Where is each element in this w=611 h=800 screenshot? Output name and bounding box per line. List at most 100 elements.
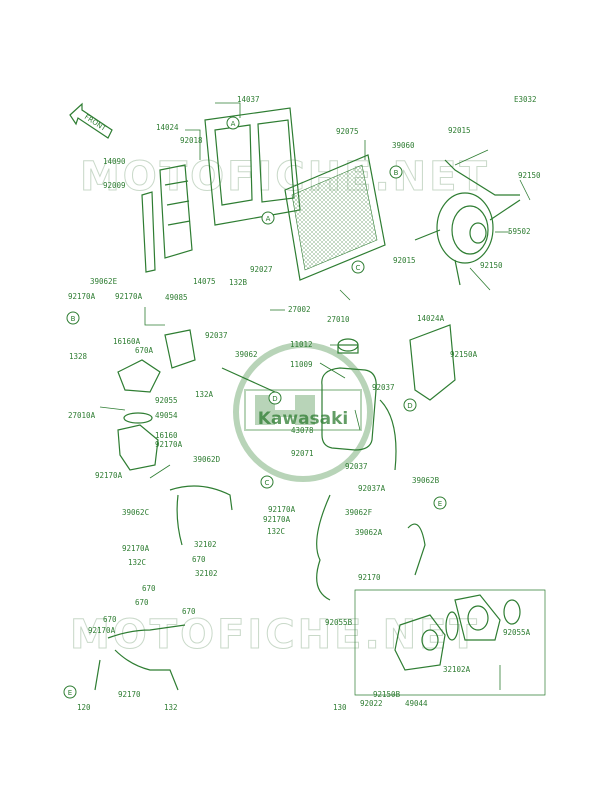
hose-39062d [169,485,233,511]
part-label: 14090 [103,157,126,166]
watermark-top: MOTOFICHE.NET [80,154,490,200]
part-label: 59502 [508,227,531,236]
part-label: 39062E [90,277,118,286]
hose-39062b [379,399,397,471]
part-label: 1328 [69,352,88,361]
left-shroud [159,164,193,259]
callout-c-mid: C [351,260,365,274]
front-arrow-icon: FRONT [69,102,113,139]
part-label: 92170 [358,573,381,582]
callout-b-left: B [66,311,80,325]
part-label: 92170A [263,515,291,524]
water-pipe-32102a [94,624,186,691]
part-label: 49044 [405,699,428,708]
part-label: 39062 [235,350,258,359]
kawasaki-logo: Kawasaki [233,342,373,482]
svg-text:A: A [231,120,236,128]
part-label: 49054 [155,411,178,420]
cooling-fan [414,159,521,286]
part-label: 670 [135,598,149,607]
part-label: 11012 [290,340,313,349]
svg-text:E: E [68,689,72,697]
part-label: 11009 [290,360,313,369]
part-label: 92037 [205,331,228,340]
part-label: 14075 [193,277,216,286]
part-label: 92170A [155,440,183,449]
part-label: 92150 [518,171,541,180]
part-label: 92150B [373,690,401,699]
callout-e-right: E [433,496,447,510]
callout-a-top: A [226,116,240,130]
part-label: 27010A [68,411,96,420]
part-label: 670 [103,615,117,624]
hose-39062f [316,494,331,601]
part-label: 39062D [193,455,221,464]
part-label: 92037 [345,462,368,471]
part-label: 92055B [325,618,353,627]
part-label: 130 [333,703,347,712]
part-label: 32102A [443,665,471,674]
callout-a-mid: A [261,211,275,225]
part-label: 670A [135,346,154,355]
hose-39062 [221,367,276,393]
svg-text:C: C [356,264,361,272]
part-label: 92009 [103,181,126,190]
part-label: 16160A [113,337,141,346]
water-pump [394,594,521,671]
part-label: 32102 [194,540,217,549]
svg-text:E: E [438,500,442,508]
part-label: 92075 [336,127,359,136]
part-label: 92150 [480,261,503,270]
bracket-14090 [141,191,156,273]
part-label: 27010 [327,315,350,324]
part-label: 92170A [88,626,116,635]
hose-39062a [407,523,426,576]
right-shroud [409,324,456,401]
part-label: 39062A [355,528,383,537]
part-label: 670 [142,584,156,593]
part-label: 39062B [412,476,440,485]
part-label: 14024 [156,123,179,132]
part-label: 27002 [288,305,311,314]
svg-text:B: B [71,315,76,323]
part-label: 92170A [95,471,123,480]
radiator [284,154,386,281]
part-label: 14024A [417,314,445,323]
part-label: 132A [195,390,214,399]
part-label: 132C [128,558,146,567]
part-label: 92022 [360,699,383,708]
callout-b-top: B [389,165,403,179]
callout-e-left: E [63,685,77,699]
part-label: 132C [267,527,285,536]
svg-text:C: C [265,479,270,487]
logo-text: Kawasaki [258,409,349,429]
watermark-bottom: MOTOFICHE.NET [70,612,480,658]
part-label: 92018 [180,136,203,145]
part-label: 92170A [115,292,143,301]
part-label: 92170A [268,505,296,514]
thermostat-housing [117,329,196,471]
part-label: 92027 [250,265,273,274]
part-label: 39062C [122,508,149,517]
diagram-code: E3032 [514,95,537,104]
part-label: 92037A [358,484,386,493]
part-label: 92170 [118,690,141,699]
callout-d-mid: D [268,391,282,405]
svg-text:D: D [272,395,277,403]
part-label: 132B [229,278,248,287]
part-label: 92071 [291,449,314,458]
part-label: 92055A [503,628,531,637]
part-label: 92170A [122,544,150,553]
part-label: 132 [164,703,178,712]
part-labels: 14037 14024 92018 14090 92009 92075 3906… [68,95,541,712]
part-label: 120 [77,703,91,712]
callout-c-low: C [260,475,274,489]
part-label: 92150A [450,350,478,359]
part-label: 670 [182,607,196,616]
part-label: 49085 [165,293,188,302]
water-pump-frame [354,589,546,696]
part-label: 670 [192,555,206,564]
part-label: 14037 [237,95,260,104]
leader-lines [99,102,531,690]
